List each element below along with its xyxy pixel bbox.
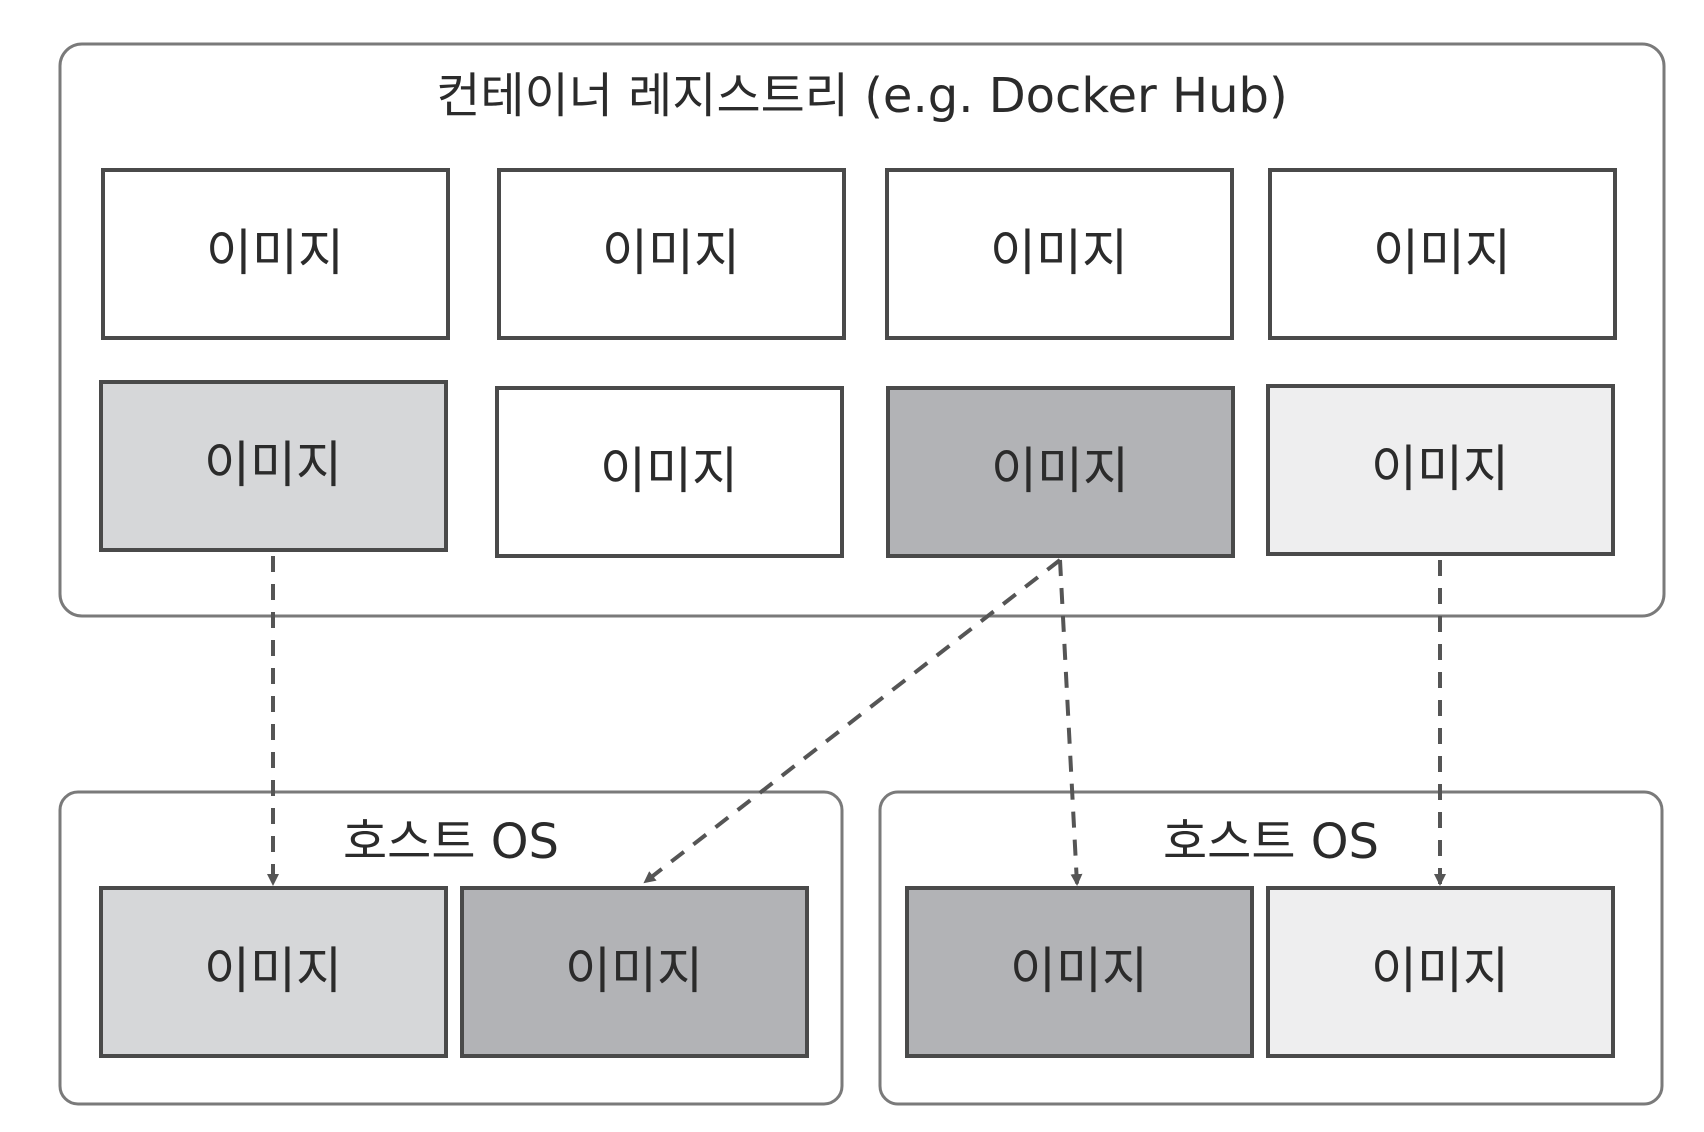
image-box (905, 886, 1254, 1058)
registry-image-3: 이미지 (885, 168, 1234, 340)
image-label: 이미지 (1371, 942, 1509, 1000)
host-os-1: 호스트 OS 이미지 이미지 (58, 790, 844, 1106)
image-label: 이미지 (204, 436, 342, 494)
image-box (1266, 886, 1615, 1058)
host-2-image-2: 이미지 (1266, 886, 1615, 1058)
image-box (885, 168, 1234, 340)
host-1-image-2: 이미지 (460, 886, 809, 1058)
arrow-image7-to-host1 (643, 558, 1062, 884)
image-box (99, 380, 448, 552)
image-label: 이미지 (991, 442, 1129, 500)
host-title: 호스트 OS (1163, 814, 1379, 870)
image-box (460, 886, 809, 1058)
image-label: 이미지 (1373, 224, 1511, 282)
image-box (101, 168, 450, 340)
image-box (497, 168, 846, 340)
image-label: 이미지 (1010, 942, 1148, 1000)
registry-image-7: 이미지 (886, 386, 1235, 558)
registry-container: 컨테이너 레지스트리 (e.g. Docker Hub) 이미지 이미지 이미지… (58, 42, 1666, 618)
registry-image-1: 이미지 (101, 168, 450, 340)
registry-image-8: 이미지 (1266, 384, 1615, 556)
image-label: 이미지 (206, 224, 344, 282)
registry-image-4: 이미지 (1268, 168, 1617, 340)
pull-arrows (267, 556, 1446, 886)
host-2-image-1: 이미지 (905, 886, 1254, 1058)
image-box (495, 386, 844, 558)
image-label: 이미지 (602, 224, 740, 282)
image-label: 이미지 (204, 942, 342, 1000)
image-label: 이미지 (990, 224, 1128, 282)
registry-image-5: 이미지 (99, 380, 448, 552)
image-box (886, 386, 1235, 558)
registry-title: 컨테이너 레지스트리 (e.g. Docker Hub) (436, 68, 1288, 124)
image-label: 이미지 (565, 942, 703, 1000)
host-os-2: 호스트 OS 이미지 이미지 (878, 790, 1664, 1106)
registry-image-6: 이미지 (495, 386, 844, 558)
image-label: 이미지 (600, 442, 738, 500)
registry-image-2: 이미지 (497, 168, 846, 340)
image-label: 이미지 (1371, 440, 1509, 498)
host-title: 호스트 OS (343, 814, 559, 870)
image-box (1268, 168, 1617, 340)
image-box (99, 886, 448, 1058)
image-box (1266, 384, 1615, 556)
host-1-image-1: 이미지 (99, 886, 448, 1058)
